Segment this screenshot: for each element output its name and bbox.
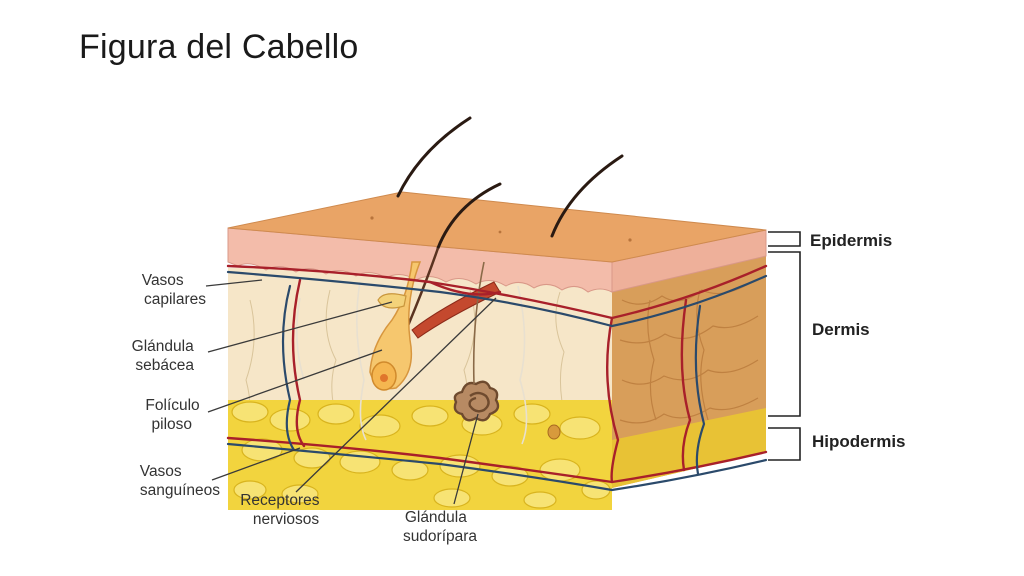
sebaceous-gland [377, 293, 407, 309]
fat-cells [231, 401, 611, 509]
small-gland [547, 424, 561, 440]
nerve-fibers [296, 281, 528, 445]
layer-brackets [768, 231, 801, 461]
leader-lines [205, 279, 497, 505]
label-glandula-sudoripara: Glándula sudorípara [403, 509, 477, 545]
veins [226, 270, 768, 492]
arteries [226, 264, 768, 484]
label-receptores-nerviosos: Receptores nerviosos [240, 492, 324, 528]
label-dermis: Dermis [812, 320, 870, 339]
label-glandula-sebacea: Glándula sebácea [132, 338, 198, 374]
label-vasos-capilares: Vasos capilares [142, 272, 206, 308]
label-epidermis: Epidermis [810, 231, 892, 250]
skin-top-surface [227, 191, 767, 263]
label-vasos-sanguineos: Vasos sanguíneos [140, 463, 220, 499]
slide-title: Figura del Cabello [79, 28, 359, 66]
dermal-papilla [380, 374, 388, 382]
hair-shafts [396, 116, 624, 250]
hypodermis-side-face [612, 408, 766, 488]
epidermis-front-band [227, 227, 613, 293]
top-surface-dots [370, 216, 632, 242]
label-foliculo-piloso: Folículo piloso [145, 397, 204, 433]
label-hipodermis: Hipodermis [812, 432, 906, 451]
sweat-gland [453, 261, 500, 422]
